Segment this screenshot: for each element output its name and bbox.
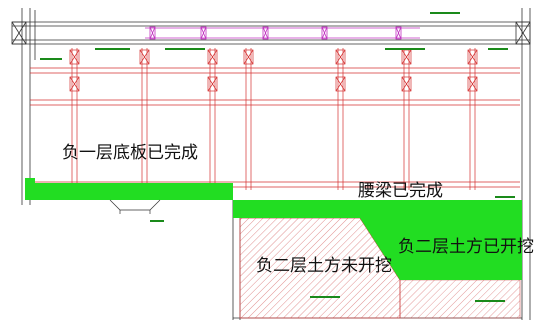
label-b2-not-excavated: 负二层土方未开挖 — [256, 256, 392, 276]
slab-bracket — [109, 199, 161, 214]
cad-small-marks — [40, 12, 515, 302]
top-strut-beam — [11, 21, 531, 45]
right-retaining-wall — [521, 8, 531, 320]
label-waist-beam-done: 腰梁已完成 — [358, 181, 443, 201]
excavated-area-hatch — [399, 279, 521, 319]
magenta-bracing — [145, 26, 420, 40]
excavated-green-region — [233, 200, 522, 280]
label-b1-floor-done: 负一层底板已完成 — [62, 143, 198, 163]
label-b2-excavated: 负二层土方已开挖 — [398, 237, 534, 257]
b1-floor-slab — [25, 178, 233, 200]
left-retaining-wall — [21, 8, 36, 205]
red-frame-grid — [30, 48, 520, 190]
